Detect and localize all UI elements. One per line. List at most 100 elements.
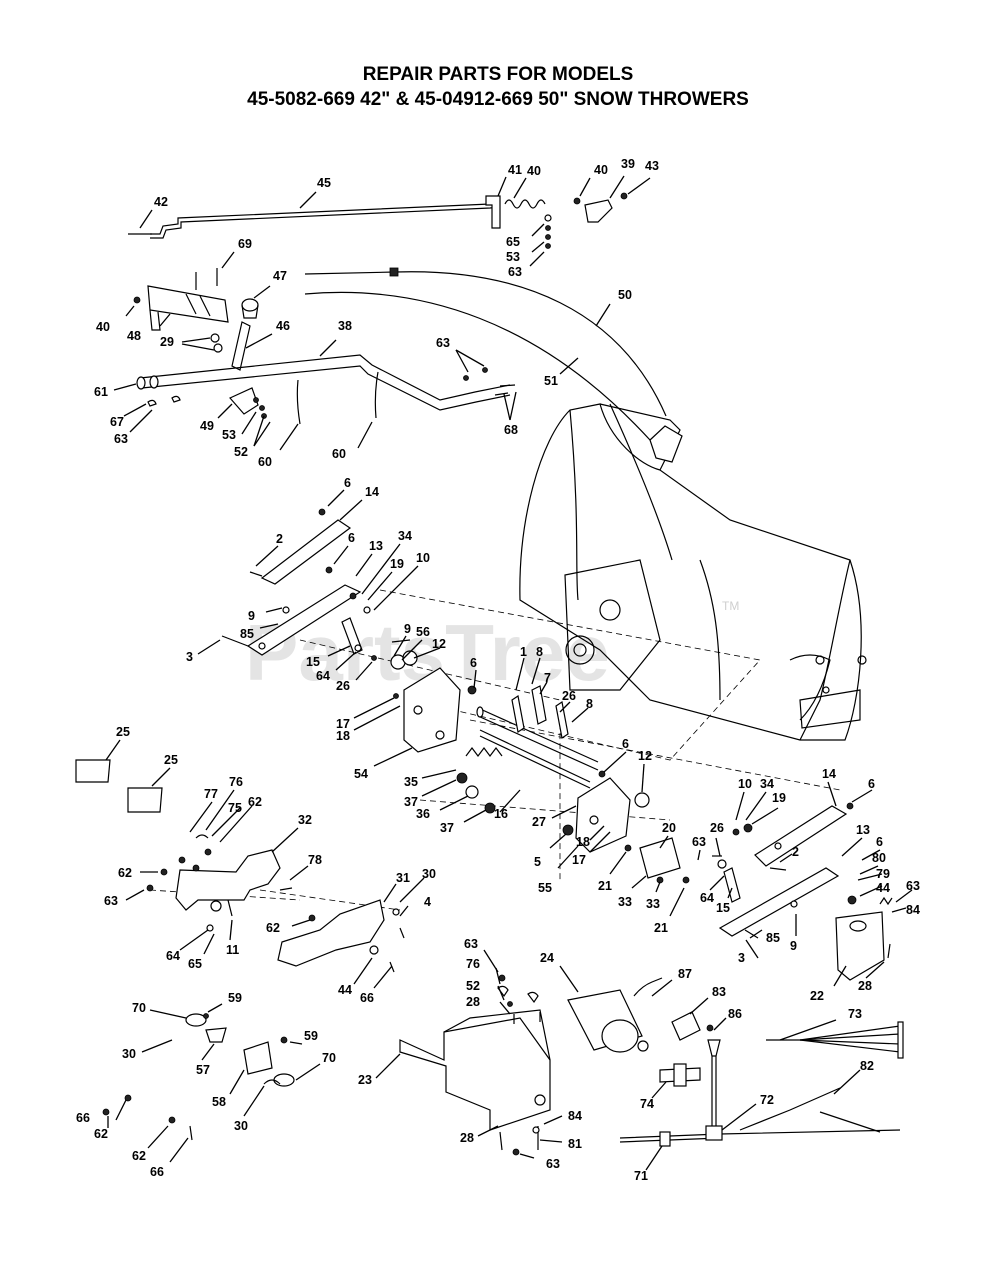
callout: 39 xyxy=(621,157,635,171)
link-15-left xyxy=(341,617,377,661)
harness-73 xyxy=(766,1021,904,1059)
callout: 17 xyxy=(336,717,350,731)
callout: 62 xyxy=(132,1149,146,1163)
callout: 70 xyxy=(322,1051,336,1065)
callout: 60 xyxy=(332,447,346,461)
callout: 9 xyxy=(790,939,797,953)
pivot-shaft-16 xyxy=(476,685,599,789)
callout: 66 xyxy=(360,991,374,1005)
callout: 18 xyxy=(336,729,350,743)
mount-bracket-48 xyxy=(133,268,229,331)
callout: 19 xyxy=(772,791,786,805)
callout: 41 xyxy=(508,163,522,177)
callout: 64 xyxy=(316,669,330,683)
callout: 30 xyxy=(422,867,436,881)
callout: 49 xyxy=(200,419,214,433)
callout: 25 xyxy=(116,725,130,739)
callout: 11 xyxy=(226,943,239,957)
callout: 76 xyxy=(466,957,480,971)
callout: 58 xyxy=(212,1095,226,1109)
callout: 6 xyxy=(876,835,883,849)
callout: 83 xyxy=(712,985,726,999)
callout: 13 xyxy=(369,539,383,553)
callout: 59 xyxy=(304,1029,318,1043)
solenoid-20 xyxy=(624,837,690,884)
callout: 57 xyxy=(196,1063,210,1077)
callout: 44 xyxy=(338,983,352,997)
callout: 81 xyxy=(568,1137,582,1151)
callout: 21 xyxy=(598,879,612,893)
callout: 40 xyxy=(527,164,541,178)
callout: 18 xyxy=(576,835,590,849)
bracket-83 xyxy=(671,1011,701,1041)
callout: 85 xyxy=(766,931,780,945)
callout: 69 xyxy=(238,237,252,251)
callout: 30 xyxy=(122,1047,136,1061)
bushing-56-12 xyxy=(390,639,418,670)
callout: 65 xyxy=(188,957,202,971)
callout: 32 xyxy=(298,813,312,827)
callout: 82 xyxy=(860,1059,874,1073)
callout: 28 xyxy=(460,1131,474,1145)
callout: 64 xyxy=(166,949,180,963)
callout: 8 xyxy=(586,697,593,711)
callout: 53 xyxy=(222,428,236,442)
callout: 56 xyxy=(416,625,430,639)
callout: 63 xyxy=(436,336,450,350)
callout: 13 xyxy=(856,823,870,837)
cable-ties-60 xyxy=(296,371,379,425)
leader-lines xyxy=(105,175,913,1171)
mount-plate-23 xyxy=(399,1009,551,1156)
control-cables xyxy=(304,267,667,441)
callout: 22 xyxy=(810,989,824,1003)
callout: 30 xyxy=(234,1119,248,1133)
plate-55 xyxy=(562,770,650,853)
callout: 6 xyxy=(344,476,351,490)
callout: 3 xyxy=(186,650,193,664)
callout: 63 xyxy=(692,835,706,849)
callout: 59 xyxy=(228,991,242,1005)
bracket-39 xyxy=(573,192,628,223)
watermark-tm: TM xyxy=(722,599,739,613)
callout: 16 xyxy=(494,807,508,821)
callout: 71 xyxy=(634,1169,648,1183)
callout: 3 xyxy=(738,951,745,965)
callout: 84 xyxy=(568,1109,582,1123)
callout: 12 xyxy=(638,749,652,763)
callout: 12 xyxy=(432,637,446,651)
callout: 70 xyxy=(132,1001,146,1015)
callout: 6 xyxy=(622,737,629,751)
arm-85-left xyxy=(221,584,371,656)
title-line-1: REPAIR PARTS FOR MODELS xyxy=(362,64,634,85)
callout: 37 xyxy=(404,795,418,809)
callout: 36 xyxy=(416,807,430,821)
callout: 6 xyxy=(868,777,875,791)
callout: 5 xyxy=(534,855,541,869)
callout: 42 xyxy=(154,195,168,209)
callout: 21 xyxy=(654,921,668,935)
link-15-right xyxy=(712,855,741,903)
tube-38 xyxy=(136,354,516,411)
callout: 62 xyxy=(118,866,132,880)
callout: 2 xyxy=(276,532,283,546)
knob-47 xyxy=(241,298,259,319)
callout-labels: 42 45 41 40 40 39 43 65 53 63 69 47 40 4… xyxy=(76,157,920,1183)
callout: 33 xyxy=(618,895,632,909)
callout: 55 xyxy=(538,881,552,895)
callout: 75 xyxy=(228,801,242,815)
callout: 53 xyxy=(506,250,520,264)
callout: 33 xyxy=(646,897,660,911)
clip-parts-lower-left xyxy=(102,1013,295,1141)
callout: 27 xyxy=(532,815,546,829)
callout: 86 xyxy=(728,1007,742,1021)
arm-14-left xyxy=(249,508,352,585)
callout: 26 xyxy=(562,689,576,703)
callout: 80 xyxy=(872,851,886,865)
callout: 35 xyxy=(404,775,418,789)
callout: 74 xyxy=(640,1097,654,1111)
callout: 34 xyxy=(760,777,774,791)
callout: 6 xyxy=(348,531,355,545)
callout: 44 xyxy=(876,881,890,895)
callout: 63 xyxy=(114,432,128,446)
